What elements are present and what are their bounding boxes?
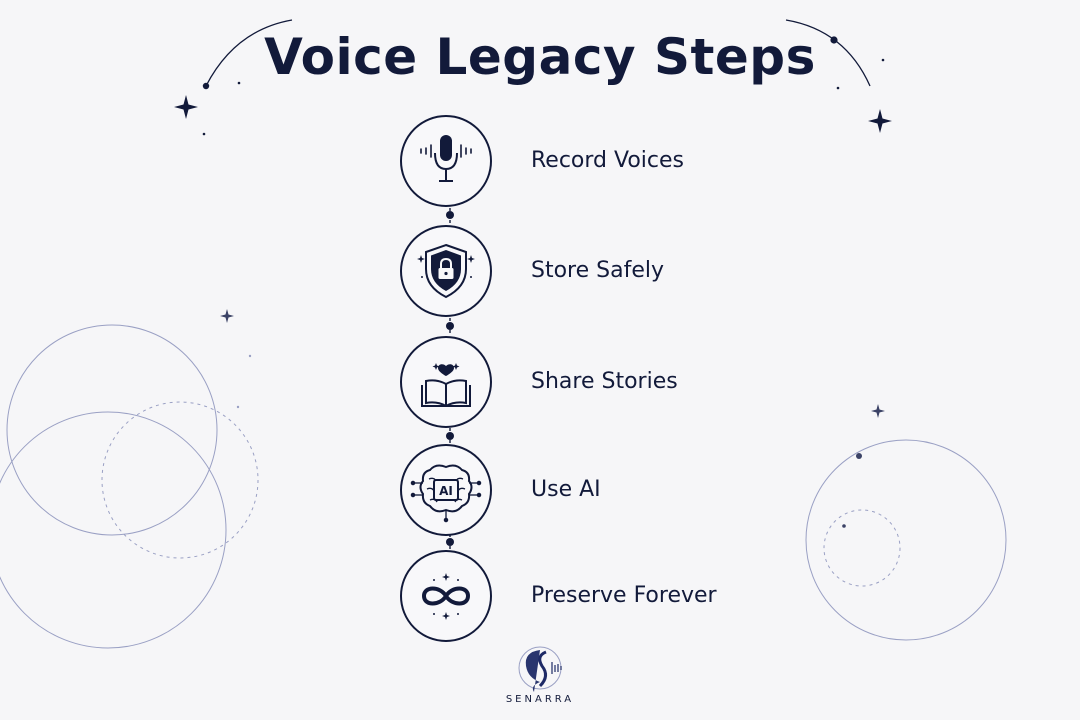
sparkle-icon	[868, 109, 892, 133]
step-label: Use AI	[531, 477, 601, 502]
right-bg-dashed-circle	[823, 509, 901, 587]
step-icon-circle	[400, 550, 492, 642]
senarra-logo-icon	[518, 646, 562, 692]
left-bg-dashed-circle	[101, 401, 259, 559]
step-preserve-forever: Preserve Forever	[400, 550, 840, 646]
connector-dot	[446, 322, 454, 330]
top-left-arc	[205, 19, 293, 87]
connector-dot	[446, 432, 454, 440]
step-store-safely: Store Safely	[400, 225, 840, 321]
step-icon-circle	[400, 336, 492, 428]
sparkle-icon	[871, 404, 885, 418]
book-heart-icon	[421, 363, 471, 407]
step-share-stories: Share Stories	[400, 336, 840, 432]
connector-dot	[446, 538, 454, 546]
microphone-icon	[420, 135, 472, 182]
right-bg-circle	[805, 439, 1007, 641]
top-left-arc-dot	[202, 82, 210, 90]
left-bg-circle-2	[0, 411, 227, 649]
ai-brain-icon: AI	[410, 464, 482, 523]
sparkle-icon	[220, 309, 234, 323]
brand-name: SENARRA	[505, 694, 575, 705]
step-label: Store Safely	[531, 258, 664, 283]
step-label: Preserve Forever	[531, 583, 717, 608]
step-record-voices: Record Voices	[400, 115, 840, 211]
page-title: Voice Legacy Steps	[264, 28, 816, 86]
ai-chip-text: AI	[439, 484, 453, 498]
step-label: Record Voices	[531, 148, 685, 173]
shield-lock-icon	[417, 243, 475, 299]
left-bg-circle-1	[6, 324, 218, 536]
infinity-icon	[421, 573, 471, 620]
step-icon-circle	[400, 115, 492, 207]
step-label: Share Stories	[531, 369, 678, 394]
top-right-arc-dot	[830, 36, 838, 44]
step-icon-circle	[400, 225, 492, 317]
step-use-ai: AI Use AI	[400, 444, 840, 540]
connector-dot	[446, 211, 454, 219]
sparkle-icon	[174, 95, 198, 119]
step-icon-circle: AI	[400, 444, 492, 536]
